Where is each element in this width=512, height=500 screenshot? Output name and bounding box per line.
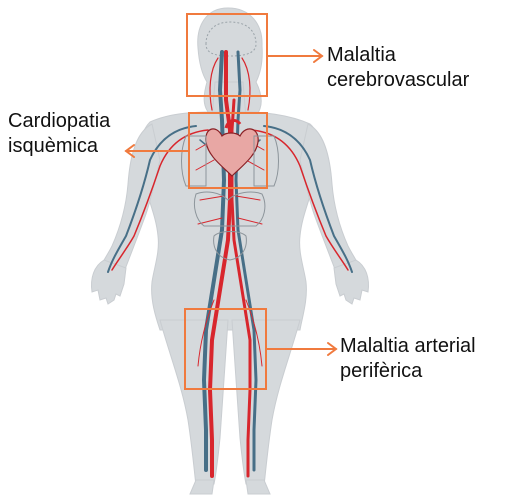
callout-peripheral-line1: Malaltia arterial: [340, 334, 476, 359]
callout-peripheral-line2: perifèrica: [340, 359, 476, 384]
callout-cerebrovascular-disease: Malaltia cerebrovascular: [327, 43, 469, 93]
callout-cardiopatia-line1: Cardiopatia: [8, 109, 110, 134]
callout-cerebrovascular-line1: Malaltia: [327, 43, 469, 68]
callout-peripheral-arterial-disease: Malaltia arterial perifèrica: [340, 334, 476, 384]
callout-ischemic-heart-disease: Cardiopatia isquèmica: [8, 109, 110, 159]
callout-cardiopatia-line2: isquèmica: [8, 134, 110, 159]
callout-cerebrovascular-line2: cerebrovascular: [327, 68, 469, 93]
